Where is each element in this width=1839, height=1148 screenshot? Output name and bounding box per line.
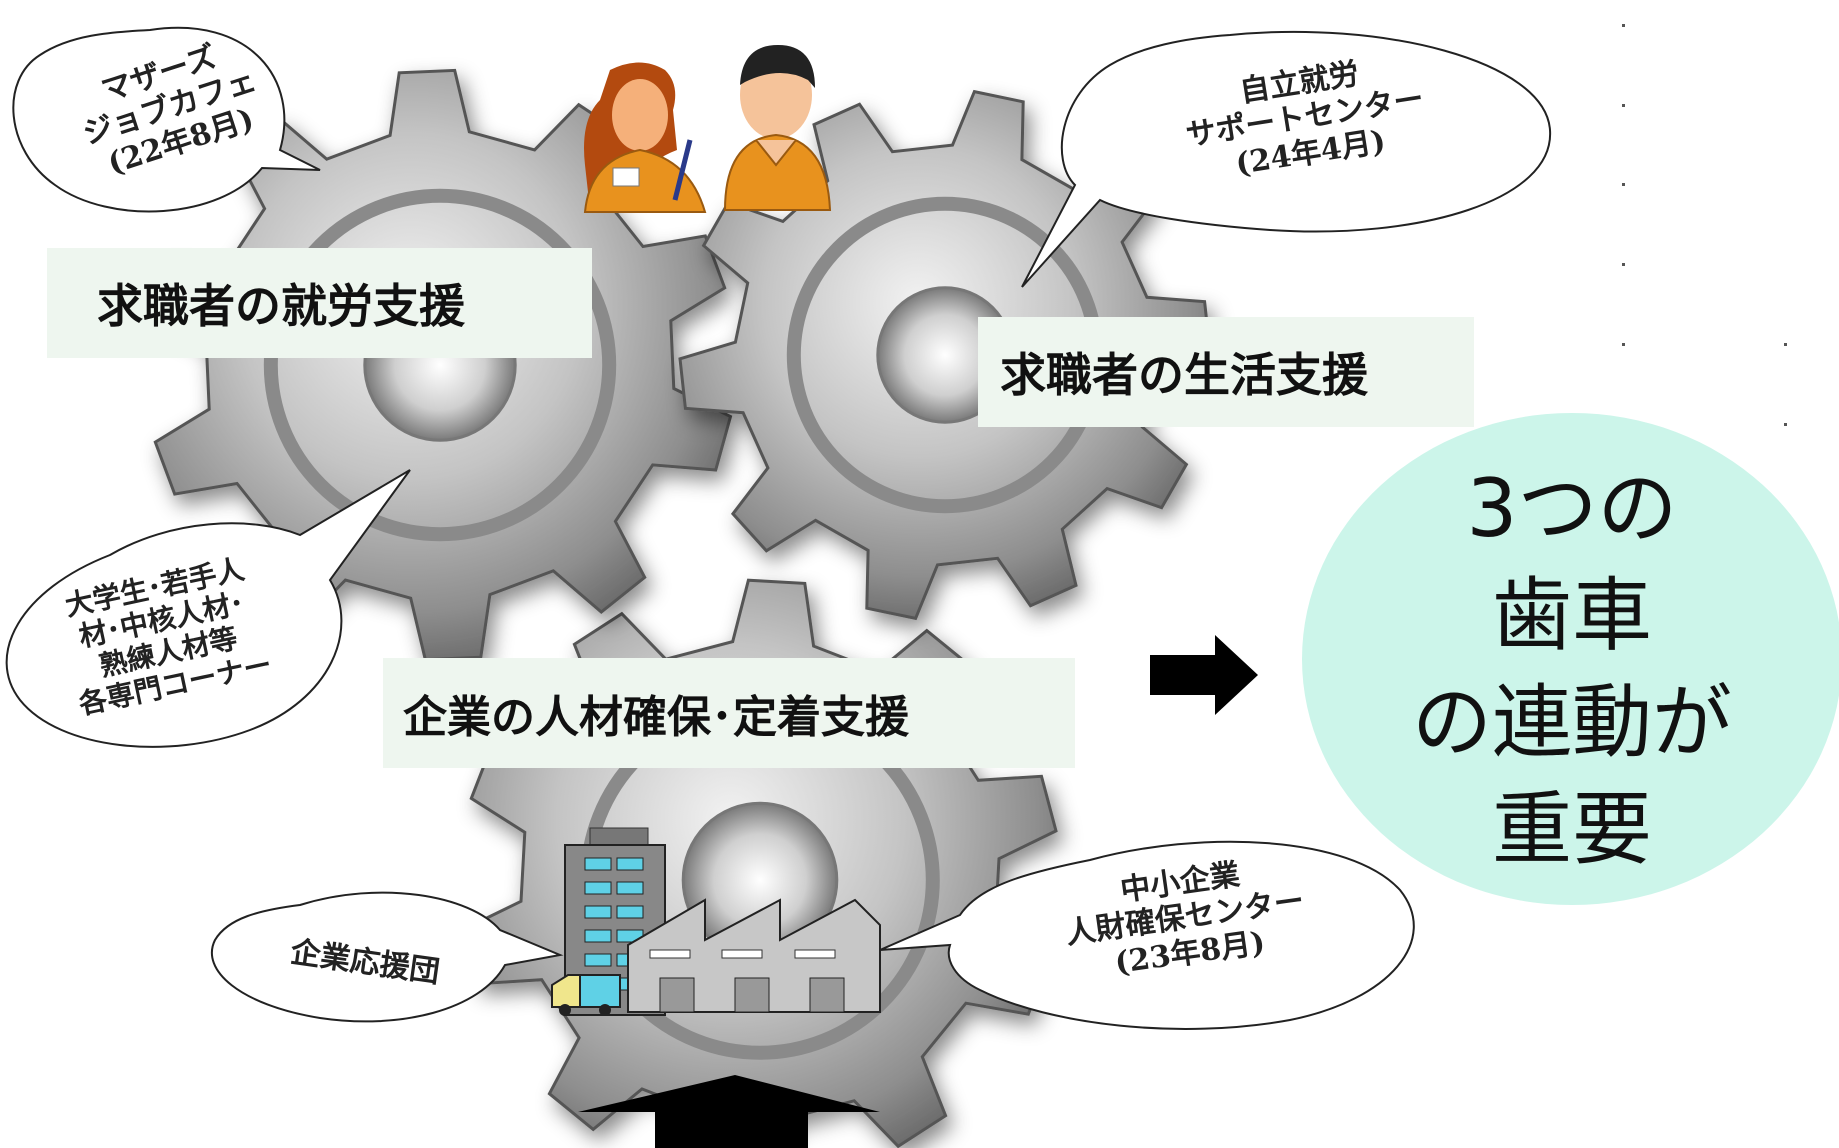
person-woman-icon (583, 62, 707, 213)
building-window (616, 857, 644, 871)
guide-dot (1622, 263, 1625, 266)
bubble-mothers-jobcafe (12, 26, 321, 213)
building-window (584, 857, 612, 871)
bubble-independence-center (1021, 30, 1552, 288)
guide-dot (1784, 423, 1787, 426)
bubble-students-corner (5, 469, 411, 748)
guide-dot (1784, 343, 1787, 346)
bubble-sme-center (879, 840, 1415, 1030)
factory-icon (627, 898, 881, 1013)
building-window (616, 905, 644, 919)
label-life-support: 求職者の生活支援 (978, 317, 1474, 427)
label-company-support-text: 企業の人材確保･定着支援 (403, 692, 909, 743)
label-company-support: 企業の人材確保･定着支援 (383, 658, 1075, 768)
building-window (616, 881, 644, 895)
building-window (584, 953, 612, 967)
arrow-right-icon (1150, 635, 1258, 715)
building-window (584, 905, 612, 919)
guide-dot (1622, 343, 1625, 346)
conclusion-circle (1302, 413, 1839, 905)
person-man-icon (723, 45, 832, 211)
building-window (584, 881, 612, 895)
truck-icon (551, 974, 621, 1016)
guide-dot (1622, 24, 1625, 27)
bubble-company-aid (210, 891, 564, 1023)
gear-ring (263, 188, 617, 542)
label-life-support-text: 求職者の生活支援 (1000, 348, 1368, 402)
building-window (584, 929, 612, 943)
label-job-support-text: 求職者の就労支援 (97, 279, 465, 333)
guide-dot (1622, 183, 1625, 186)
guide-dot (1622, 104, 1625, 107)
conclusion-text: 3つの 歯車 の連動が 重要 (1412, 462, 1732, 876)
gear-icon (147, 68, 733, 662)
arrow-up-icon (578, 1075, 880, 1148)
label-job-support: 求職者の就労支援 (47, 248, 592, 358)
